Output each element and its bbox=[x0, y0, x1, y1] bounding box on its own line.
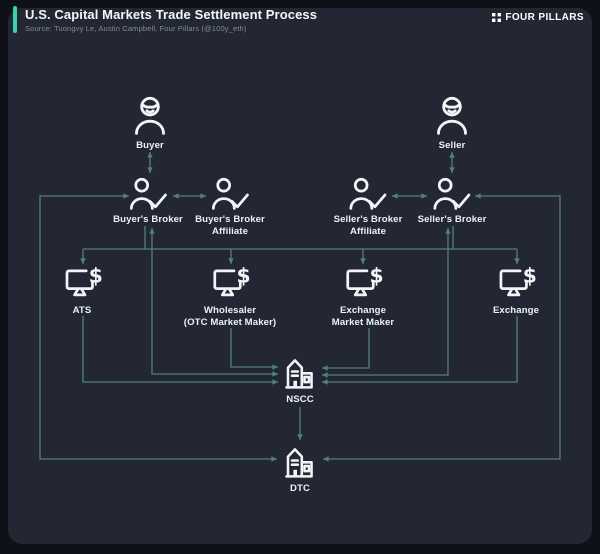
monitor-icon: $ bbox=[342, 264, 384, 303]
node-buyer: Buyer bbox=[130, 94, 170, 152]
dtc-sellers-broker-loop-end-arrowhead bbox=[323, 456, 329, 462]
monitor-icon: $ bbox=[495, 264, 537, 303]
node-exchange: $ Exchange bbox=[493, 264, 539, 317]
exchange-nscc-line bbox=[322, 316, 518, 383]
node-exchange-market-maker: $ Exchange Market Maker bbox=[332, 264, 395, 330]
svg-text:$: $ bbox=[370, 264, 384, 287]
person-icon bbox=[432, 94, 472, 138]
dtc-sellers-broker-loop-line bbox=[323, 195, 561, 460]
buyers-broker-nscc-line bbox=[151, 228, 278, 375]
page-title: U.S. Capital Markets Trade Settlement Pr… bbox=[25, 7, 318, 22]
feed-to-exchange-market-maker-end-arrowhead bbox=[360, 258, 366, 264]
feed-to-exchange-end-arrowhead bbox=[514, 258, 520, 264]
exchange-nscc-end-arrowhead bbox=[322, 379, 328, 385]
dtc-buyers-broker-loop-end-arrowhead bbox=[271, 456, 277, 462]
source-credit: Source: Tuongvy Le, Austin Campbell, Fou… bbox=[25, 24, 247, 33]
node-seller: Seller bbox=[432, 94, 472, 152]
node-buyers-broker: Buyer's Broker bbox=[113, 177, 183, 226]
svg-text:$: $ bbox=[523, 264, 537, 287]
node-sellers-broker: Seller's Broker bbox=[418, 177, 487, 226]
buyers-broker-affiliate-link-start-arrowhead bbox=[173, 193, 179, 199]
nscc-dtc-end-arrowhead bbox=[297, 434, 303, 440]
node-label-sellers-broker: Seller's Broker bbox=[417, 213, 487, 225]
sellers-broker-affiliate-link-end-arrowhead bbox=[421, 193, 427, 199]
person-icon bbox=[130, 94, 170, 138]
node-ats: $ ATS bbox=[61, 264, 103, 317]
dtc-buyers-broker-loop-line bbox=[39, 195, 277, 460]
buyer-buyers-broker-end-arrowhead bbox=[147, 167, 153, 173]
buyer-buyers-broker-start-arrowhead bbox=[147, 152, 153, 158]
node-label-wholesaler: Wholesaler (OTC Market Maker) bbox=[183, 304, 277, 328]
brand-name: FOUR PILLARS bbox=[505, 12, 584, 23]
node-label-sellers-broker-affiliate: Seller's Broker Affiliate bbox=[333, 213, 403, 237]
exchange-market-maker-nscc-line bbox=[322, 328, 370, 369]
node-label-ats: ATS bbox=[72, 304, 92, 316]
brand-logo: FOUR PILLARS bbox=[492, 12, 584, 23]
sellers-broker-affiliate-link-start-arrowhead bbox=[392, 193, 398, 199]
node-sellers-broker-affiliate: Seller's Broker Affiliate bbox=[334, 177, 403, 239]
buyers-broker-affiliate-link-end-arrowhead bbox=[200, 193, 206, 199]
title-accent-bar bbox=[13, 6, 17, 33]
node-label-exchange-market-maker: Exchange Market Maker bbox=[331, 304, 395, 328]
dtc-buyers-broker-loop-start-arrowhead bbox=[123, 193, 129, 199]
building-icon bbox=[279, 443, 321, 481]
dtc-sellers-broker-loop-start-arrowhead bbox=[475, 193, 481, 199]
node-nscc: NSCC bbox=[279, 354, 321, 406]
node-label-buyer: Buyer bbox=[136, 140, 164, 151]
broker-icon bbox=[207, 177, 253, 212]
node-label-nscc: NSCC bbox=[286, 394, 314, 405]
broker-icon bbox=[345, 177, 391, 212]
feed-to-wholesaler-end-arrowhead bbox=[228, 258, 234, 264]
ats-nscc-line bbox=[82, 316, 278, 383]
node-buyers-broker-affiliate: Buyer's Broker Affiliate bbox=[195, 177, 265, 239]
svg-text:$: $ bbox=[89, 264, 103, 287]
monitor-icon: $ bbox=[209, 264, 251, 303]
node-dtc: DTC bbox=[279, 443, 321, 495]
svg-text:$: $ bbox=[237, 264, 251, 287]
broker-icon bbox=[125, 177, 171, 212]
building-icon bbox=[279, 354, 321, 392]
node-label-dtc: DTC bbox=[289, 483, 311, 494]
buyers-broker-nscc-end-arrowhead bbox=[272, 371, 278, 377]
node-label-buyers-broker-affiliate: Buyer's Broker Affiliate bbox=[195, 213, 265, 237]
seller-sellers-broker-start-arrowhead bbox=[449, 152, 455, 158]
seller-sellers-broker-end-arrowhead bbox=[449, 167, 455, 173]
node-wholesaler: $ Wholesaler (OTC Market Maker) bbox=[184, 264, 276, 330]
node-label-seller: Seller bbox=[438, 140, 466, 151]
monitor-icon: $ bbox=[61, 264, 103, 303]
exchange-market-maker-nscc-end-arrowhead bbox=[322, 365, 328, 371]
wholesaler-nscc-line bbox=[230, 328, 278, 368]
sellers-broker-nscc-line bbox=[322, 228, 449, 376]
broker-icon bbox=[429, 177, 475, 212]
buyers-broker-nscc-start-arrowhead bbox=[149, 228, 155, 234]
four-dots-icon bbox=[492, 13, 502, 22]
sellers-broker-nscc-start-arrowhead bbox=[445, 228, 451, 234]
node-label-exchange: Exchange bbox=[492, 304, 540, 316]
feed-to-ats-end-arrowhead bbox=[80, 258, 86, 264]
ats-nscc-end-arrowhead bbox=[272, 379, 278, 385]
wholesaler-nscc-end-arrowhead bbox=[272, 364, 278, 370]
node-label-buyers-broker: Buyer's Broker bbox=[113, 213, 183, 225]
sellers-broker-nscc-end-arrowhead bbox=[322, 372, 328, 378]
